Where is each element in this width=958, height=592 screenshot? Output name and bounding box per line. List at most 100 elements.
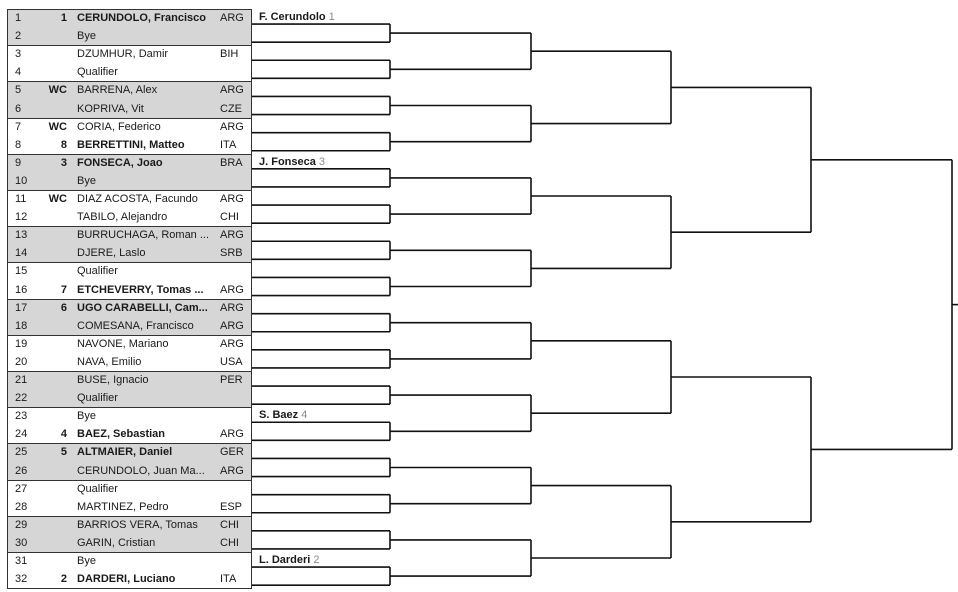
draw-position: 4 (15, 66, 22, 79)
nationality: SRB (220, 247, 243, 260)
advanced-player-seed: 2 (313, 554, 320, 567)
seed-label: 2 (60, 573, 67, 586)
seed-label: 5 (60, 446, 67, 459)
draw-pair-box (7, 81, 252, 119)
draw-position: 18 (15, 319, 28, 332)
draw-position: 8 (15, 138, 22, 151)
draw-position: 26 (15, 464, 28, 477)
nationality: ARG (220, 319, 244, 332)
nationality: GER (220, 446, 244, 459)
seed-label: WC (48, 120, 67, 133)
nationality: ARG (220, 84, 244, 97)
draw-pair-box (7, 552, 252, 590)
advanced-player-label[interactable]: S. Baez 4 (259, 408, 307, 422)
nationality: ESP (220, 500, 243, 513)
seed-label: WC (48, 84, 67, 97)
advanced-player-name: F. Cerundolo (259, 11, 326, 24)
nationality: CZE (220, 102, 242, 115)
nationality: ITA (220, 573, 237, 586)
nationality: ARG (220, 12, 244, 24)
nationality: ARG (220, 301, 244, 314)
draw-position: 16 (15, 283, 28, 296)
draw-position: 15 (15, 265, 28, 278)
draw-position: 17 (15, 301, 28, 314)
advanced-player-name: L. Darderi (259, 554, 311, 567)
draw-pair-box (7, 371, 252, 409)
draw-pair-box (7, 298, 252, 336)
draw-position: 27 (15, 482, 28, 495)
draw-position: 6 (15, 102, 22, 115)
draw-position: 29 (15, 518, 28, 531)
nationality: ITA (220, 138, 237, 151)
draw-position: 21 (15, 374, 28, 386)
draw-position: 32 (15, 573, 28, 586)
draw-position: 7 (15, 120, 22, 133)
advanced-player-label[interactable]: J. Fonseca 3 (259, 155, 325, 169)
advanced-player-seed: 3 (318, 155, 326, 168)
advanced-player-label[interactable]: F. Cerundolo 1 (259, 10, 335, 24)
draw-position: 1 (15, 12, 22, 24)
draw-position: 13 (15, 229, 28, 242)
advanced-player-name: J. Fonseca (259, 155, 316, 168)
draw-position: 14 (15, 247, 28, 260)
advanced-player-label[interactable]: L. Darderi 2 (259, 553, 320, 567)
draw-position: 5 (15, 84, 22, 97)
seed-label: 7 (60, 283, 67, 296)
nationality: BIH (220, 48, 239, 61)
advanced-player-seed: 1 (328, 11, 335, 24)
nationality: CHI (220, 211, 239, 224)
draw-position: 24 (15, 428, 28, 441)
draw-position: 3 (15, 48, 22, 61)
nationality: ARG (220, 464, 244, 477)
draw-pair-box (7, 9, 252, 47)
seed-label: 6 (60, 301, 67, 314)
advanced-player-name: S. Baez (259, 409, 299, 422)
nationality: ARG (220, 120, 244, 133)
advanced-player-seed: 4 (301, 409, 308, 422)
nationality: BRA (220, 156, 243, 169)
nationality: PER (220, 374, 243, 386)
draw-pair-box (7, 153, 252, 191)
draw-position: 2 (15, 30, 22, 43)
nationality: ARG (220, 193, 244, 205)
seed-label: 1 (60, 12, 67, 24)
draw-position: 9 (15, 156, 22, 169)
draw-position: 28 (15, 500, 28, 513)
draw-position: 20 (15, 355, 28, 368)
nationality: ARG (220, 428, 244, 441)
nationality: CHI (220, 536, 239, 549)
